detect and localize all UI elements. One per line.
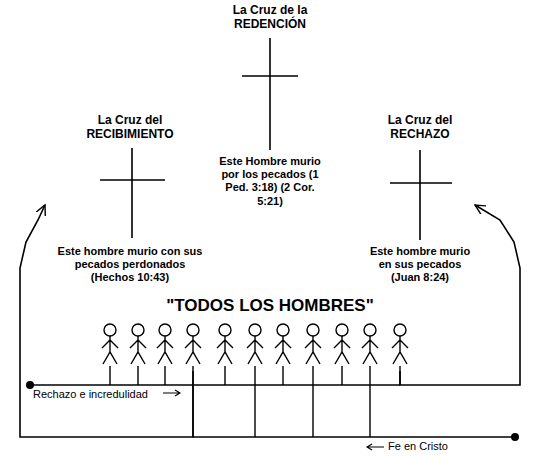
edge-label: Fe en Cristo xyxy=(388,440,448,452)
bus-line xyxy=(30,384,400,386)
all-men-group: "TODOS LOS HOMBRES" xyxy=(100,296,440,371)
stick-figure xyxy=(130,324,146,364)
edge-label: Rechazo e incredulidad xyxy=(33,388,148,400)
stick-figure xyxy=(392,324,408,364)
drop-line xyxy=(193,366,370,437)
bus-line xyxy=(193,436,515,438)
cross-caption: Este hombre murio con sus pecados perdon… xyxy=(55,245,205,285)
stick-figure xyxy=(275,324,291,364)
direction-arrow xyxy=(163,390,180,396)
connector-layer xyxy=(20,205,520,437)
faith-connector xyxy=(20,205,193,437)
stick-figure xyxy=(362,324,378,364)
rejection-connector xyxy=(400,205,520,385)
direction-arrow xyxy=(367,444,384,450)
stick-figure xyxy=(334,324,350,364)
cross-heading: La Cruz de la REDENCIÓN xyxy=(220,3,320,32)
group-title: "TODOS LOS HOMBRES" xyxy=(100,296,440,316)
cross-caption: Este Hombre murio por los pecados (1 Ped… xyxy=(214,155,326,208)
cross-heading: La Cruz del RECIBIMIENTO xyxy=(65,113,195,142)
stick-figure xyxy=(102,324,118,364)
redemption-cross: La Cruz de la REDENCIÓN Este Hombre murio… xyxy=(205,3,335,218)
cross-symbol xyxy=(390,150,452,240)
cross-heading: La Cruz del RECHAZO xyxy=(370,113,470,142)
rejection-cross: La Cruz del RECHAZO Este hombre murio en … xyxy=(365,113,475,293)
bus-dot xyxy=(511,433,519,441)
stick-figure xyxy=(247,324,263,364)
cross-symbol xyxy=(242,38,298,150)
stick-figure xyxy=(157,324,173,364)
reception-cross: La Cruz del RECIBIMIENTO Este hombre muri… xyxy=(45,113,215,293)
stick-figure xyxy=(217,324,233,364)
cross-symbol xyxy=(100,148,165,238)
bus-dot xyxy=(26,381,34,389)
stick-figure xyxy=(305,324,321,364)
cross-caption: Este hombre murio en sus pecados (Juan 8… xyxy=(365,245,475,285)
stick-figure xyxy=(185,324,201,364)
